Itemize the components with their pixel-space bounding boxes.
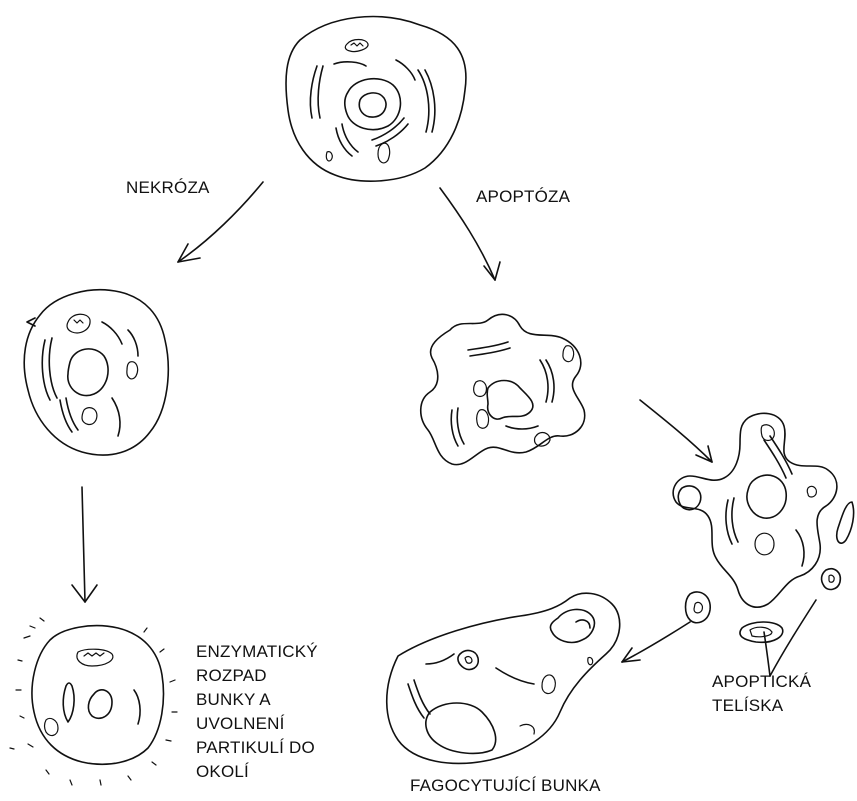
necrosis-outcome-line: BUNKY A <box>196 688 318 712</box>
apoptotic-bodies-pointer <box>764 600 816 676</box>
apoptotic-bodies-line: APOPTICKÁ <box>712 670 811 694</box>
necrotic-lysed-cell <box>10 618 177 801</box>
apoptotic-fragmented-cell <box>673 413 853 642</box>
necrosis-outcome-line: OKOLÍ <box>196 760 318 784</box>
necrosis-outcome-line: PARTIKULÍ DO <box>196 736 318 760</box>
apoptotic-shrunken-cell <box>421 314 585 464</box>
apoptotic-bodies-line: TELÍSKA <box>712 694 811 718</box>
apoptosis-label: APOPTÓZA <box>476 185 570 209</box>
fragmentation-arrow <box>640 400 712 462</box>
phagocyte-cell <box>387 593 620 763</box>
necrotic-swollen-cell <box>24 290 168 455</box>
necrosis-outcome-line: ENZYMATICKÝ <box>196 640 318 664</box>
apoptotic-bodies-label: APOPTICKÁ TELÍSKA <box>712 670 811 718</box>
necrosis-outcome-line: UVOLNENÍ <box>196 712 318 736</box>
necrosis-down-arrow <box>72 487 97 602</box>
necrosis-outcome-label: ENZYMATICKÝ ROZPAD BUNKY A UVOLNENÍ PART… <box>196 640 318 784</box>
normal-cell <box>286 17 466 182</box>
phagocytosis-arrow <box>622 622 690 662</box>
phagocyte-label: FAGOCYTUJÍCÍ BUNKA <box>410 774 601 798</box>
necrosis-outcome-line: ROZPAD <box>196 664 318 688</box>
necrosis-label: NEKRÓZA <box>126 176 210 200</box>
